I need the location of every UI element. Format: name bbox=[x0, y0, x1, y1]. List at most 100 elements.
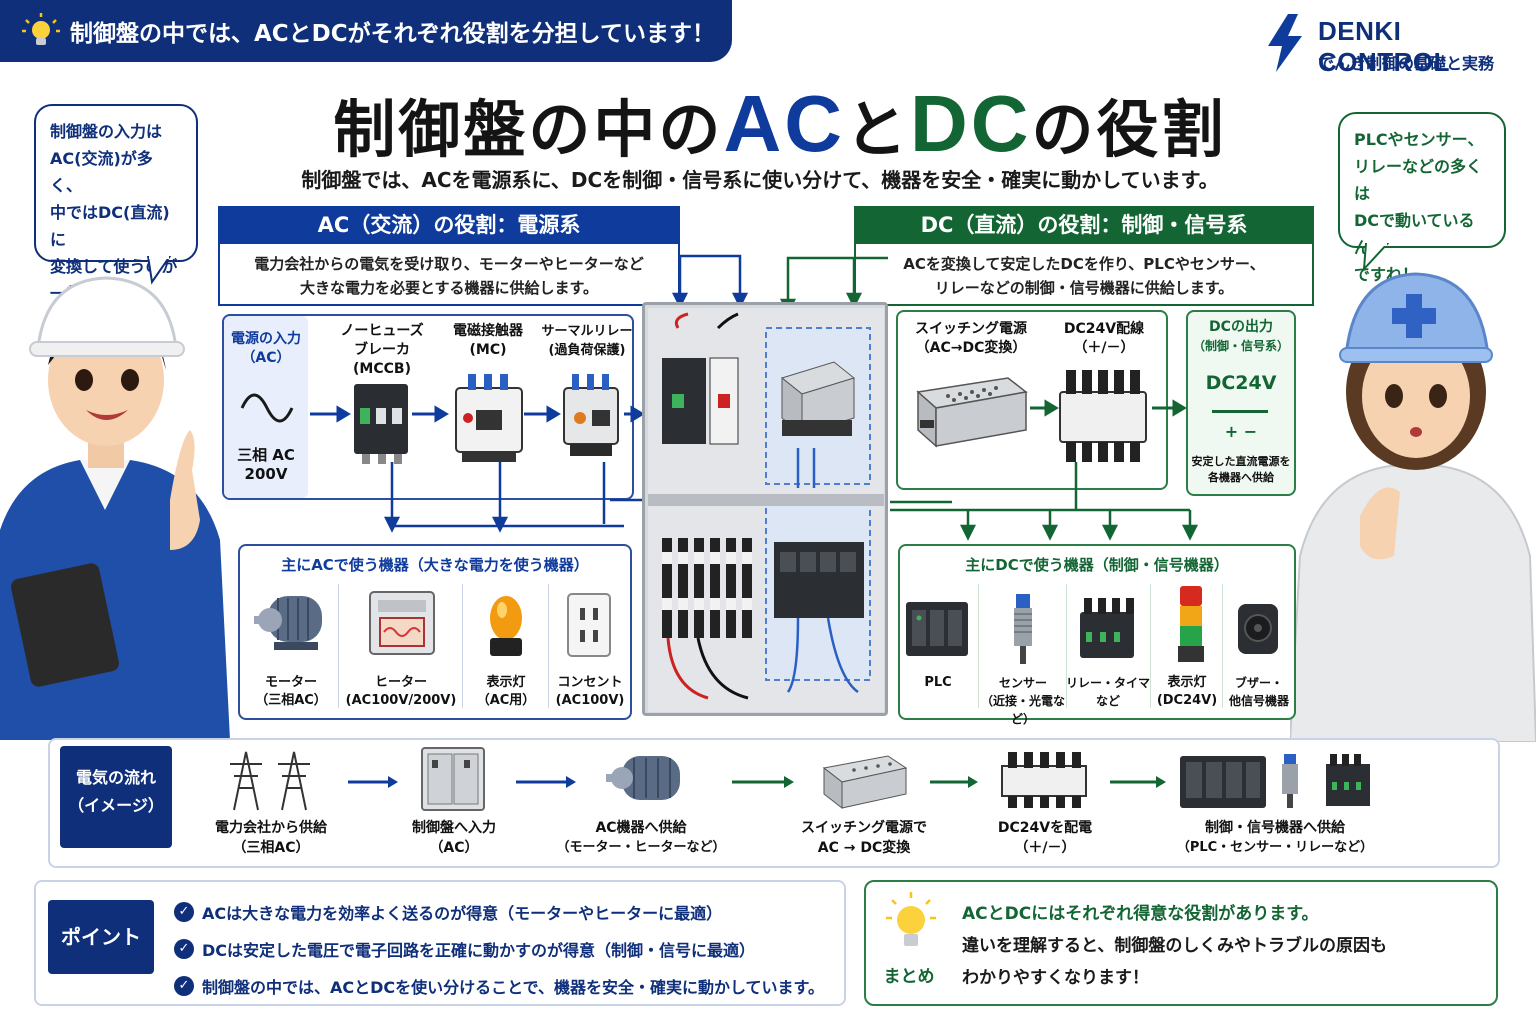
bubble-tail-right bbox=[1362, 243, 1390, 272]
bubble-left-line: 変換して使うのが bbox=[50, 257, 178, 276]
ac-lamp-label-line: 表示灯 bbox=[486, 675, 526, 690]
mc-label-line: 電磁接触器 bbox=[453, 323, 523, 339]
mc-label-line: (MC) bbox=[469, 342, 507, 358]
point-item: ✓DCは安定した電圧で電子回路を正確に動かすのが得意（制御・信号に最適） bbox=[174, 937, 838, 961]
speech-bubble-left: 制御盤の入力は AC(交流)が多く、 中ではDC(直流)に 変換して使うのが 一… bbox=[34, 104, 198, 303]
contactor-icon bbox=[455, 374, 523, 462]
logo-name: DENKI CONTROL bbox=[1318, 16, 1451, 77]
ac-device-divider bbox=[462, 584, 463, 708]
point-item: ✓ACは大きな電力を効率よく送るのが得意（モーターやヒーターに最適） bbox=[174, 900, 838, 924]
heater-icon bbox=[369, 591, 435, 655]
outlet-label: コンセント (AC100V) bbox=[550, 674, 630, 710]
point-text: DCは安定した電圧で電子回路を正確に動かすのが得意（制御・信号に最適） bbox=[202, 941, 756, 960]
thermal-relay-label-line: (過負荷保護) bbox=[548, 343, 626, 358]
switching-power-supply-icon bbox=[916, 377, 1028, 448]
title-ac: AC bbox=[723, 79, 845, 168]
sensor-icon bbox=[1014, 594, 1032, 664]
logo-tagline: でんき制御の基礎と実務 bbox=[1318, 54, 1495, 73]
relay-timer-icon bbox=[1080, 598, 1134, 658]
dc-lamp-label-line: 表示灯 bbox=[1167, 675, 1207, 690]
dc-output-note: 安定した直流電源を 各機器へ供給 bbox=[1186, 454, 1296, 486]
buzzer-label-line: 他信号機器 bbox=[1228, 694, 1289, 708]
dc-symbol-line bbox=[1212, 410, 1268, 413]
page-title: 制御盤の中のACとDCの役割 bbox=[280, 78, 1280, 168]
outlet-label-line: (AC100V) bbox=[555, 693, 625, 708]
motor-label-line: モーター bbox=[264, 675, 317, 690]
heater-label-line: ヒーター bbox=[374, 675, 427, 690]
cabinet-interior bbox=[648, 308, 884, 712]
dc-output-title-line: （制御・信号系） bbox=[1192, 339, 1289, 353]
bubble-right-line: PLCやセンサー、 bbox=[1354, 130, 1484, 149]
title-dc: DC bbox=[910, 79, 1032, 168]
female-worker-illustration bbox=[1290, 272, 1536, 742]
title-part2: の役割 bbox=[1031, 93, 1227, 166]
dc-output-box bbox=[1186, 310, 1296, 496]
flow-step-label-line: AC → DC変換 bbox=[817, 840, 911, 856]
top-banner: 制御盤の中では、ACとDCがそれぞれ役割を分担しています！ bbox=[0, 0, 732, 62]
dc-output-note-line: 各機器へ供給 bbox=[1208, 471, 1274, 484]
flow-step-label-line: 制御・信号機器へ供給 bbox=[1205, 820, 1345, 836]
flow-step-label: 制御・信号機器へ供給 （PLC・センサー・リレーなど） bbox=[1160, 818, 1390, 858]
dc-desc-line: リレーなどの制御・信号機器に供給します。 bbox=[934, 279, 1234, 297]
check-icon: ✓ bbox=[174, 902, 194, 922]
flow-step-label-line: （AC） bbox=[429, 840, 479, 856]
summary-line: 違いを理解すると、制御盤のしくみやトラブルの原因も bbox=[962, 936, 1387, 956]
mc-label: 電磁接触器 (MC) bbox=[436, 322, 540, 360]
bubble-right-line: リレーなどの多くは bbox=[1354, 157, 1483, 203]
lightbulb-icon bbox=[22, 13, 60, 45]
ac-devices-title: 主にACで使う機器（大きな電力を使う機器） bbox=[281, 556, 589, 574]
buzzer-label: ブザー・ 他信号機器 bbox=[1222, 674, 1296, 710]
summary-line: ACとDCにはそれぞれ得意な役割があります。 bbox=[962, 904, 1319, 924]
transmission-tower-icon bbox=[230, 751, 310, 811]
dc-lamp-label: 表示灯 (DC24V) bbox=[1150, 674, 1224, 710]
flow-step-label-line: （＋/－） bbox=[1014, 840, 1076, 856]
flow-step-label-line: 制御盤へ入力 bbox=[412, 820, 496, 836]
dc-section-header: DC（直流）の役割：制御・信号系 bbox=[854, 206, 1314, 244]
flow-step-label-line: （モーター・ヒーターなど） bbox=[556, 840, 726, 855]
ac-desc-line: 大きな電力を必要とする機器に供給します。 bbox=[299, 279, 599, 297]
flow-badge-line: 電気の流れ bbox=[75, 768, 156, 787]
dc-section-desc: ACを変換して安定したDCを作り、PLCやセンサー、 リレーなどの制御・信号機器… bbox=[854, 252, 1314, 300]
mccb-label-line: ノーヒューズ bbox=[340, 323, 424, 339]
flow-step-label-line: スイッチング電源で bbox=[801, 820, 927, 836]
flow-step-label-line: AC機器へ供給 bbox=[595, 820, 687, 836]
summary-box bbox=[864, 880, 1498, 1006]
ac-section-header: AC（交流）の役割：電源系 bbox=[218, 206, 680, 244]
signal-tower-icon bbox=[1178, 586, 1204, 662]
ac-wiring-lines bbox=[383, 254, 749, 533]
dc24v-wiring-label-line: DC24V配線 bbox=[1063, 321, 1145, 337]
male-worker-illustration bbox=[0, 276, 230, 740]
dc-output-title-line: DCの出力 bbox=[1209, 319, 1273, 335]
dc-desc-line: ACを変換して安定したDCを作り、PLCやセンサー、 bbox=[903, 255, 1265, 273]
page-subtitle: 制御盤では、ACを電源系に、DCを制御・信号系に使い分けて、機器を安全・確実に動… bbox=[301, 168, 1219, 192]
point-item: ✓制御盤の中では、ACとDCを使い分けることで、機器を安全・確実に動かしています… bbox=[174, 974, 838, 998]
thermal-relay-icon bbox=[563, 374, 619, 456]
ac-wave-icon bbox=[240, 393, 294, 423]
switching-ps-label: スイッチング電源 （AC→DC変換） bbox=[906, 320, 1036, 358]
indicator-lamp-ac-icon bbox=[490, 596, 522, 656]
flow-step-label-line: （三相AC） bbox=[232, 840, 310, 856]
terminal-block-icon bbox=[1059, 370, 1147, 462]
summary-label: まとめ bbox=[883, 967, 935, 987]
dc-polarity: + − bbox=[1224, 422, 1258, 441]
ac-input-value-line: 200V bbox=[244, 465, 288, 483]
summary-line: わかりやすくなります！ bbox=[962, 968, 1149, 988]
dc-device-divider bbox=[1222, 584, 1223, 708]
mccb-label-line: (MCCB) bbox=[353, 361, 411, 377]
flow-step-label: DC24Vを配電 （＋/－） bbox=[972, 818, 1118, 858]
mccb-label: ノーヒューズ ブレーカ (MCCB) bbox=[332, 322, 432, 379]
bubble-left-line: AC(交流)が多く、 bbox=[50, 149, 153, 195]
dc24v-wiring-label: DC24V配線 （＋/－） bbox=[1048, 320, 1160, 358]
flow-step-label: AC機器へ供給 （モーター・ヒーターなど） bbox=[546, 818, 736, 858]
ac-lamp-label-line: （AC用） bbox=[476, 693, 536, 708]
power-outlet-icon bbox=[567, 593, 611, 657]
title-mid: と bbox=[844, 93, 910, 166]
ac-input-value-line: 三相 AC bbox=[237, 446, 295, 464]
relay-timer-label: リレー・タイマ など bbox=[1066, 674, 1150, 710]
ac-input-title-line: （AC） bbox=[241, 350, 291, 366]
motor-label-line: （三相AC） bbox=[255, 693, 327, 708]
dc-device-divider bbox=[1150, 584, 1151, 708]
sensor-label-line: センサー bbox=[998, 676, 1047, 690]
mccb-label-line: ブレーカ bbox=[354, 342, 410, 358]
cabinet-small-icon bbox=[421, 747, 485, 811]
